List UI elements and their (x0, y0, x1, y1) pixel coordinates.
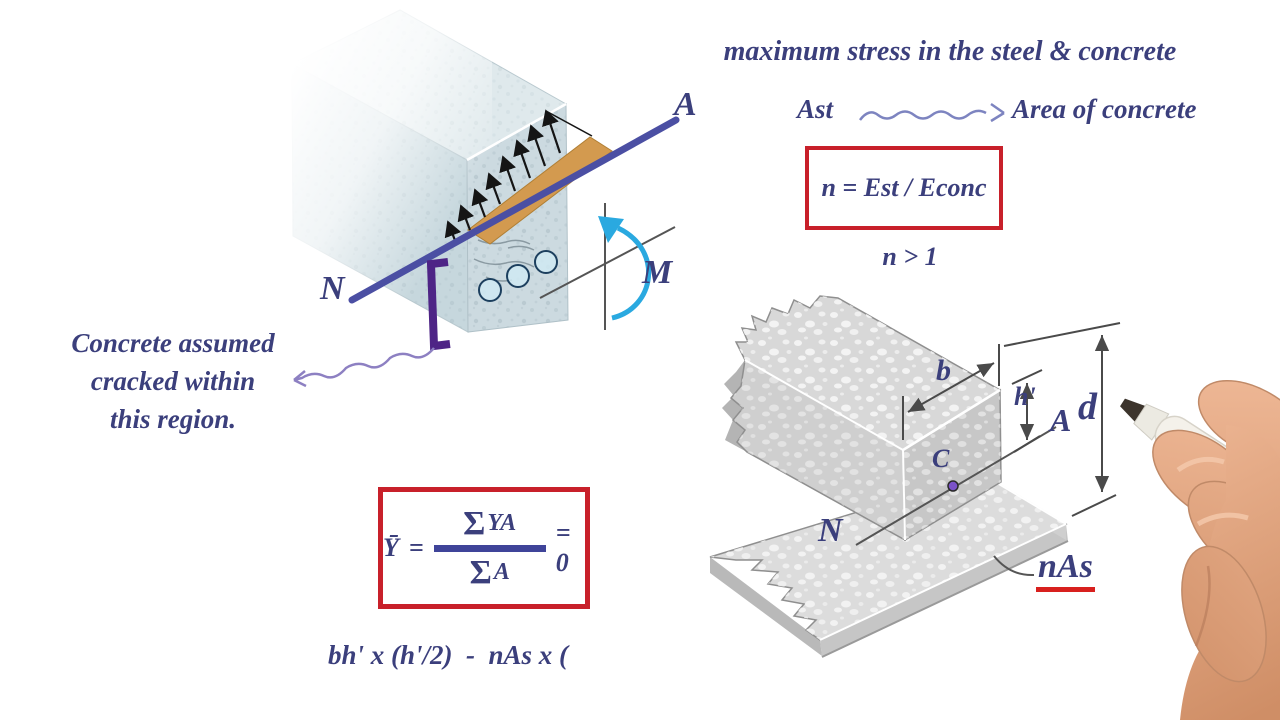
working-equation-line: bh' x (h'/2) - nAs x ( (328, 640, 569, 670)
section-label-A: A (1050, 402, 1072, 438)
dimension-b (902, 344, 1000, 440)
cracked-region-bracket (426, 258, 451, 351)
moment-arrow-icon (611, 225, 652, 321)
ast-label: Ast (797, 94, 834, 124)
section-label-d: d (1078, 386, 1097, 428)
hand-with-marker (1120, 380, 1280, 720)
ast-wavy-arrow-icon (859, 102, 1005, 123)
ast-target-label: Area of concrete (1012, 94, 1197, 124)
beam-label-N: N (320, 270, 345, 307)
section-label-N: N (818, 512, 843, 549)
modular-ratio-condition: n > 1 (882, 242, 938, 271)
section-label-nAs: nAs (1036, 550, 1095, 592)
cracked-beam-figure (140, 0, 680, 388)
fraction-bar (433, 544, 546, 552)
caption-line-1: Concrete assumed (71, 328, 275, 358)
beam-label-M: M (642, 254, 673, 291)
concrete-block-above-na (722, 295, 1002, 542)
sigma-bottom: Σ (469, 553, 492, 591)
y-bar-symbol: Ȳ (383, 533, 399, 562)
nas-connector-line (993, 555, 1035, 577)
rebar-circles (478, 250, 558, 302)
transformed-steel-slab (709, 473, 1069, 658)
modular-ratio-box: n = Est / Econc (805, 146, 1003, 230)
transformed-section-figure (709, 295, 1121, 658)
dimension-d (1003, 322, 1121, 517)
beam-label-A: A (674, 86, 697, 123)
sigma-top: Σ (463, 504, 486, 542)
centroid-point (947, 480, 959, 492)
centroid-fraction: Σ YA Σ A (433, 504, 546, 592)
section-label-h-prime: h' (1014, 382, 1036, 411)
fraction-denominator: A (493, 559, 510, 585)
neutral-axis-line (348, 116, 680, 304)
moment-arrowhead-icon (598, 216, 624, 243)
beam-fade (140, 0, 492, 352)
notes-heading: maximum stress in the steel & concrete (723, 36, 1177, 67)
crack-lines (473, 239, 535, 282)
modular-ratio-formula: n = Est / Econc (821, 173, 987, 202)
caption-line-2: cracked within (90, 366, 256, 396)
section-label-b: b (936, 354, 951, 387)
dimension-h-prime (1011, 369, 1043, 453)
stress-tip-line (545, 110, 593, 137)
section-label-C: C (932, 444, 950, 473)
equals-sign: = (408, 533, 424, 562)
centroid-formula-box: Ȳ = Σ YA Σ A = 0 (378, 487, 590, 609)
fraction-numerator: YA (487, 510, 517, 536)
caption-line-3: this region. (109, 404, 237, 434)
cracked-region-caption: Concrete assumed cracked within this reg… (48, 324, 298, 438)
formula-result: = 0 (555, 518, 571, 577)
caption-squiggle-arrow-icon (293, 347, 435, 388)
